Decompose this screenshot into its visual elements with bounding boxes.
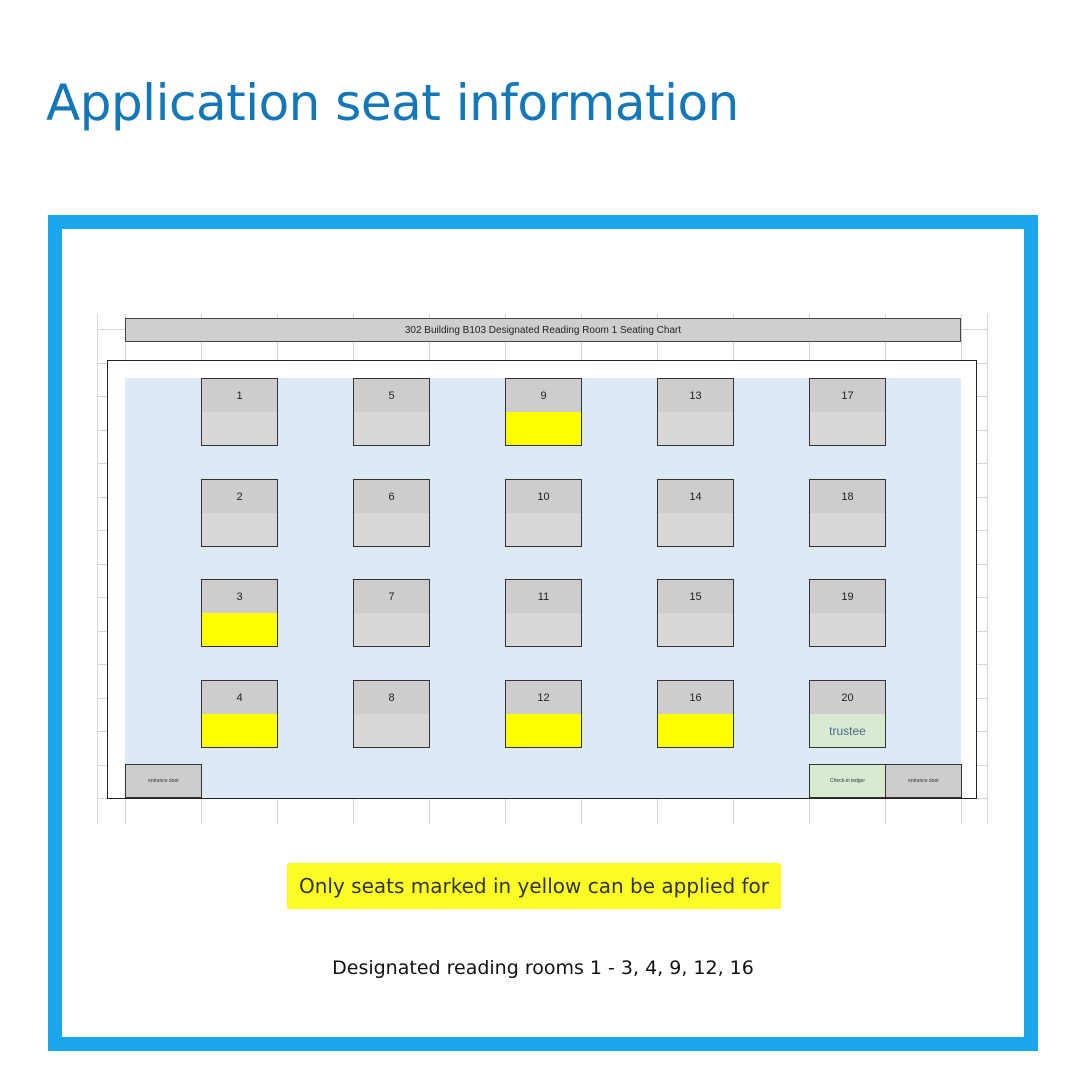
seat-number: 4 xyxy=(202,681,277,714)
seat-number: 2 xyxy=(202,480,277,513)
seat-number: 19 xyxy=(810,580,885,613)
seat-3: 3 xyxy=(201,579,278,647)
yellow-seats-note: Only seats marked in yellow can be appli… xyxy=(287,863,782,909)
seat-16: 16 xyxy=(657,680,734,748)
seat-status xyxy=(810,513,885,546)
seat-number: 9 xyxy=(506,379,581,412)
seat-status xyxy=(506,412,581,445)
seat-number: 3 xyxy=(202,580,277,613)
seat-number: 12 xyxy=(506,681,581,714)
seat-number: 8 xyxy=(354,681,429,714)
seat-number: 1 xyxy=(202,379,277,412)
seat-2: 2 xyxy=(201,479,278,547)
seat-status xyxy=(658,513,733,546)
seating-chart-title: 302 Building B103 Designated Reading Roo… xyxy=(125,318,961,342)
seat-4: 4 xyxy=(201,680,278,748)
page-title: Application seat information xyxy=(46,74,739,132)
seat-status xyxy=(658,613,733,646)
seat-number: 17 xyxy=(810,379,885,412)
seat-5: 5 xyxy=(353,378,430,446)
seat-number: 20 xyxy=(810,681,885,714)
seat-status xyxy=(506,513,581,546)
seat-status xyxy=(658,714,733,747)
grid-line xyxy=(97,314,98,824)
seat-number: 11 xyxy=(506,580,581,613)
seat-status xyxy=(202,412,277,445)
seat-15: 15 xyxy=(657,579,734,647)
entrance-door-right: entrance door xyxy=(885,764,962,798)
seat-status xyxy=(810,613,885,646)
designated-rooms-note: Designated reading rooms 1 - 3, 4, 9, 12… xyxy=(332,957,754,979)
grid-line xyxy=(987,314,988,824)
seat-1: 1 xyxy=(201,378,278,446)
seat-number: 15 xyxy=(658,580,733,613)
seat-number: 13 xyxy=(658,379,733,412)
seat-status xyxy=(354,412,429,445)
seat-10: 10 xyxy=(505,479,582,547)
seat-number: 14 xyxy=(658,480,733,513)
seat-17: 17 xyxy=(809,378,886,446)
seat-number: 16 xyxy=(658,681,733,714)
entrance-door-left: entrance door xyxy=(125,764,202,798)
seat-status xyxy=(202,513,277,546)
seating-chart-frame: 302 Building B103 Designated Reading Roo… xyxy=(48,215,1038,1051)
seat-18: 18 xyxy=(809,479,886,547)
seat-9: 9 xyxy=(505,378,582,446)
seat-number: 18 xyxy=(810,480,885,513)
seat-13: 13 xyxy=(657,378,734,446)
seat-status xyxy=(658,412,733,445)
seat-14: 14 xyxy=(657,479,734,547)
seat-number: 5 xyxy=(354,379,429,412)
seat-19: 19 xyxy=(809,579,886,647)
seat-status xyxy=(354,714,429,747)
seat-status xyxy=(354,513,429,546)
seat-12: 12 xyxy=(505,680,582,748)
check-in-ledger: Check-in ledger xyxy=(809,764,886,798)
seat-status xyxy=(202,613,277,646)
seating-chart: 302 Building B103 Designated Reading Roo… xyxy=(62,229,1024,1037)
seat-8: 8 xyxy=(353,680,430,748)
seat-11: 11 xyxy=(505,579,582,647)
seat-status xyxy=(506,714,581,747)
seat-number: 6 xyxy=(354,480,429,513)
seat-status xyxy=(810,412,885,445)
seat-status xyxy=(202,714,277,747)
seat-6: 6 xyxy=(353,479,430,547)
seat-number: 10 xyxy=(506,480,581,513)
seat-7: 7 xyxy=(353,579,430,647)
seat-status xyxy=(506,613,581,646)
seat-status xyxy=(354,613,429,646)
seat-status: trustee xyxy=(810,714,885,747)
seat-number: 7 xyxy=(354,580,429,613)
